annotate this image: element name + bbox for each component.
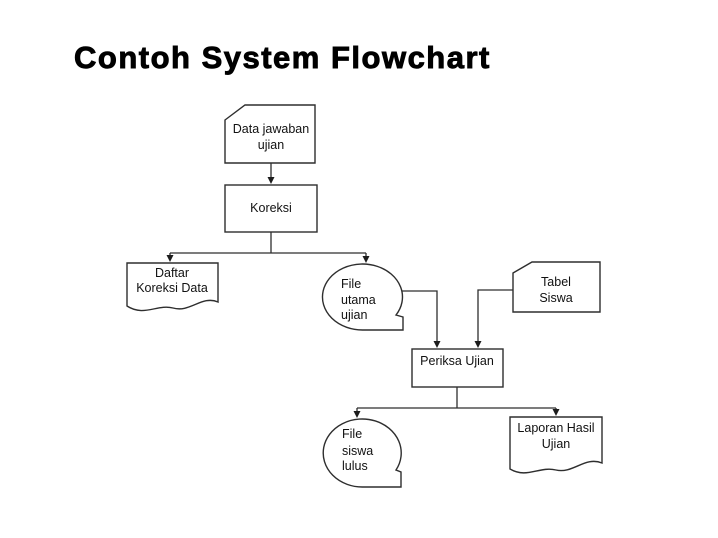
stored-data-shape-file-siswa <box>322 418 402 488</box>
node-label: ujian <box>341 308 367 322</box>
slide-title: Contoh System Flowchart <box>74 40 491 76</box>
node-label: Tabel <box>541 275 571 289</box>
process-shape-koreksi <box>224 184 318 233</box>
node-label: Siswa <box>539 291 572 305</box>
edge-fileutama-periksa <box>402 290 438 341</box>
node-label: Data jawaban <box>233 122 309 136</box>
document-shape-laporan <box>509 416 603 474</box>
node-periksa-ujian: Periksa Ujian <box>411 348 504 388</box>
node-label: Periksa Ujian <box>420 354 494 368</box>
node-label: utama <box>341 293 376 307</box>
node-label: lulus <box>342 459 368 473</box>
arrowhead-fileutama-periksa <box>433 341 441 348</box>
arrowhead-into-fileutama <box>362 256 370 263</box>
node-label: Laporan Hasil <box>517 421 594 435</box>
node-label: siswa <box>342 444 373 458</box>
node-label: ujian <box>258 138 284 152</box>
node-laporan-hasil-ujian: Laporan Hasil Ujian <box>509 416 603 474</box>
node-file-siswa-lulus: File siswa lulus <box>322 418 402 488</box>
arrowhead-into-koreksi <box>267 177 275 184</box>
node-daftar-koreksi-data: Daftar Koreksi Data <box>126 262 219 312</box>
edge-periksa-branch <box>357 387 556 409</box>
node-label: Koreksi <box>250 201 292 215</box>
node-label: File <box>341 277 361 291</box>
node-label: Daftar <box>155 266 189 280</box>
process-shape-periksa <box>411 348 504 388</box>
document-shape-daftar <box>126 262 219 312</box>
stored-data-shape-file-utama <box>321 263 404 331</box>
node-label: File <box>342 427 362 441</box>
node-data-jawaban-ujian: Data jawaban ujian <box>224 104 316 164</box>
card-shape-data-jawaban <box>224 104 316 164</box>
arrowhead-into-filesiswa <box>353 411 361 418</box>
node-koreksi: Koreksi <box>224 184 318 233</box>
node-label: Ujian <box>542 437 571 451</box>
arrowhead-tabelsiswa-periksa <box>474 341 482 348</box>
card-shape-tabel-siswa <box>512 261 601 313</box>
edge-lines <box>166 163 560 418</box>
edge-tabelsiswa-periksa <box>477 289 513 341</box>
node-tabel-siswa: Tabel Siswa <box>512 261 601 313</box>
arrowhead-into-daftar <box>166 255 174 262</box>
edge-koreksi-branch <box>170 232 366 254</box>
arrowhead-into-laporan <box>552 409 560 416</box>
node-file-utama-ujian: File utama ujian <box>321 263 404 331</box>
node-label: Koreksi Data <box>136 281 208 295</box>
